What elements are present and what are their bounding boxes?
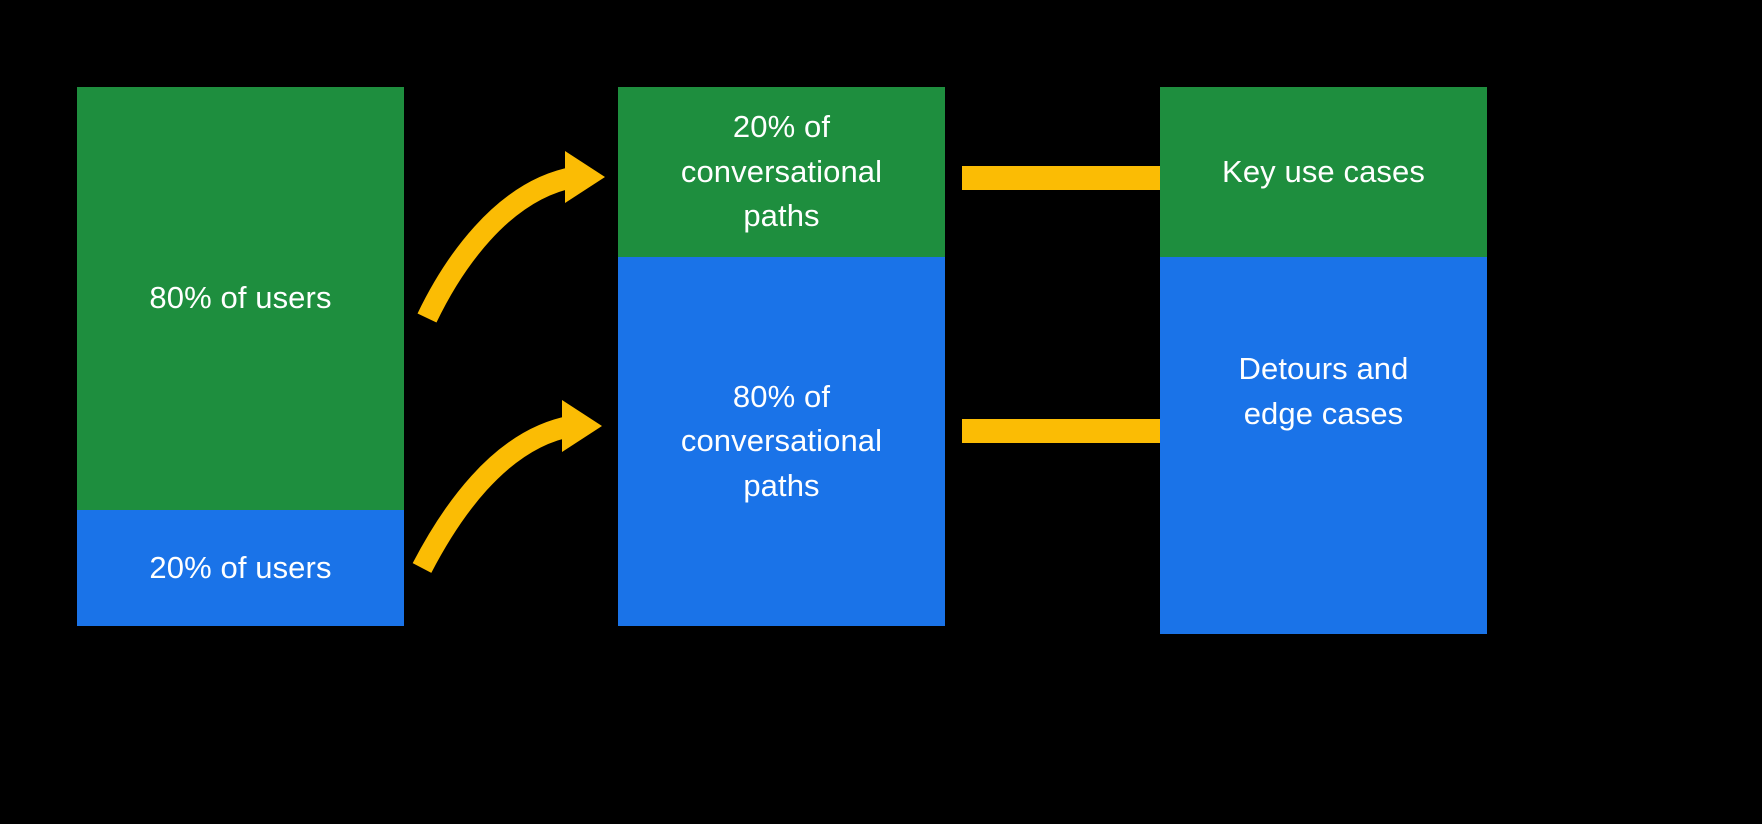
segment-paths-blue-label: 80% of conversational paths [680,378,883,503]
column-users: 80% of users 20% of users [77,87,404,626]
segment-paths-green: 20% of conversational paths [618,87,945,257]
column-conversational-paths: 20% of conversational paths 80% of conve… [618,87,945,626]
segment-users-blue-label: 20% of users [149,549,332,585]
segment-paths-blue: 80% of conversational paths [618,257,945,626]
column-use-cases: Key use cases Detours and edge cases [1160,87,1487,634]
curved-arrow-users-to-bottom-paths [412,400,602,573]
segment-cases-green: Key use cases [1160,87,1487,257]
curved-arrow-users-to-top-paths [417,151,605,323]
segment-cases-green-label: Key use cases [1222,153,1425,189]
segment-paths-green-label: 20% of conversational paths [680,109,883,234]
segment-cases-blue-label: Detours and edge cases [1238,350,1409,431]
segment-users-green-label: 80% of users [149,280,332,316]
segment-users-blue: 20% of users [77,510,404,626]
segment-cases-blue: Detours and edge cases [1160,257,1487,634]
segment-users-green: 80% of users [77,87,404,510]
